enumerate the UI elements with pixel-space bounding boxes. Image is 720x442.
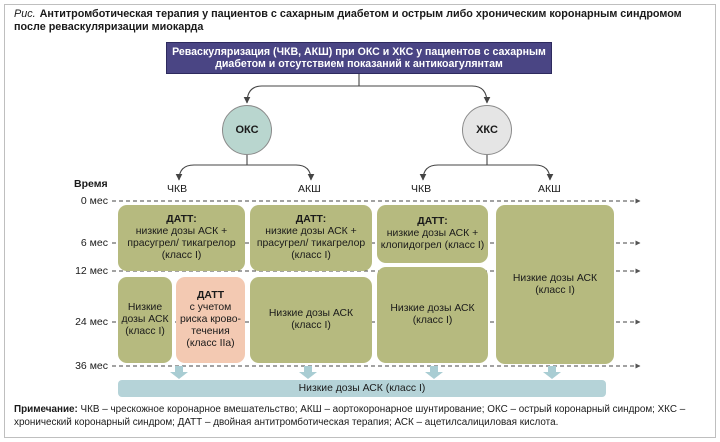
box-text: низкие дозы АСК + прасугрел/ тикагрелор … — [256, 226, 366, 261]
box-text: Низкие дозы АСК (класс I) — [268, 308, 354, 331]
note-text: ЧКВ – чрескожное коронарное вмешательств… — [14, 404, 686, 428]
box-heading: ДАТТ: — [417, 216, 448, 227]
box-text: Низкие дозы АСК (класс I) — [390, 303, 475, 326]
revascularization-header: Реваскуляризация (ЧКВ, АКШ) при ОКС и ХК… — [166, 42, 552, 74]
oks-pci-datt-bleeding-box: ДАТТ с учетом риска крово- течения (клас… — [176, 277, 245, 363]
time-tick-24: 24 мес — [75, 316, 108, 328]
oks-cabg-asa-box: Низкие дозы АСК (класс I) — [250, 277, 372, 363]
procedure-label-oks-pci: ЧКВ — [167, 183, 188, 195]
box-text: Низкие дозы АСК (класс I) — [512, 272, 598, 296]
box-text: низкие дозы АСК + прасугрел/ тикагрелор … — [127, 226, 236, 261]
time-tick-36: 36 мес — [75, 360, 108, 372]
figure-caption: Рис.Антитромботическая терапия у пациент… — [14, 8, 714, 34]
oks-pci-asa-box: Низкие дозы АСК (класс I) — [118, 277, 172, 363]
box-text: с учетом риска крово- течения (класс IIa… — [180, 302, 241, 349]
transition-arrows — [170, 366, 561, 379]
hks-pci-datt-box: ДАТТ: низкие дозы АСК + клопидогрел (кла… — [377, 205, 488, 263]
procedure-label-hks-pci: ЧКВ — [411, 183, 432, 195]
procedure-label-hks-cabg: АКШ — [538, 183, 561, 195]
figure-note: Примечание: ЧКВ – чрескожное коронарное … — [14, 404, 714, 429]
oks-branch-connector — [175, 155, 315, 181]
box-text: низкие дозы АСК + клопидогрел (класс I) — [380, 228, 485, 251]
box-heading: ДАТТ: — [166, 214, 197, 225]
time-tick-6: 6 мес — [80, 237, 108, 249]
time-axis-title: Время — [74, 178, 108, 190]
box-heading: ДАТТ — [196, 290, 225, 301]
hks-branch-connector — [419, 155, 554, 181]
caption-text: Антитромботическая терапия у пациентов с… — [14, 8, 682, 33]
time-tick-12: 12 мес — [75, 265, 108, 277]
procedure-label-oks-cabg: АКШ — [298, 183, 321, 195]
box-heading: ДАТТ: — [295, 214, 327, 225]
note-heading: Примечание: — [14, 404, 78, 415]
hks-cabg-asa-box: Низкие дозы АСК (класс I) — [496, 205, 614, 364]
long-term-asa-bar: Низкие дозы АСК (класс I) — [118, 380, 606, 397]
hks-pci-asa-box: Низкие дозы АСК (класс I) — [377, 267, 488, 363]
time-tick-0: 0 мес — [80, 195, 108, 207]
box-text: Низкие дозы АСК (класс I) — [121, 302, 169, 337]
hks-circle: ХКС — [462, 105, 512, 155]
oks-cabg-datt-box: ДАТТ: низкие дозы АСК + прасугрел/ тикаг… — [250, 205, 372, 271]
caption-lead: Рис. — [14, 8, 36, 20]
oks-pci-datt-box: ДАТТ: низкие дозы АСК + прасугрел/ тикаг… — [118, 205, 245, 271]
oks-circle: ОКС — [222, 105, 272, 155]
top-branch-connector — [243, 74, 491, 104]
figure-frame — [4, 4, 716, 438]
